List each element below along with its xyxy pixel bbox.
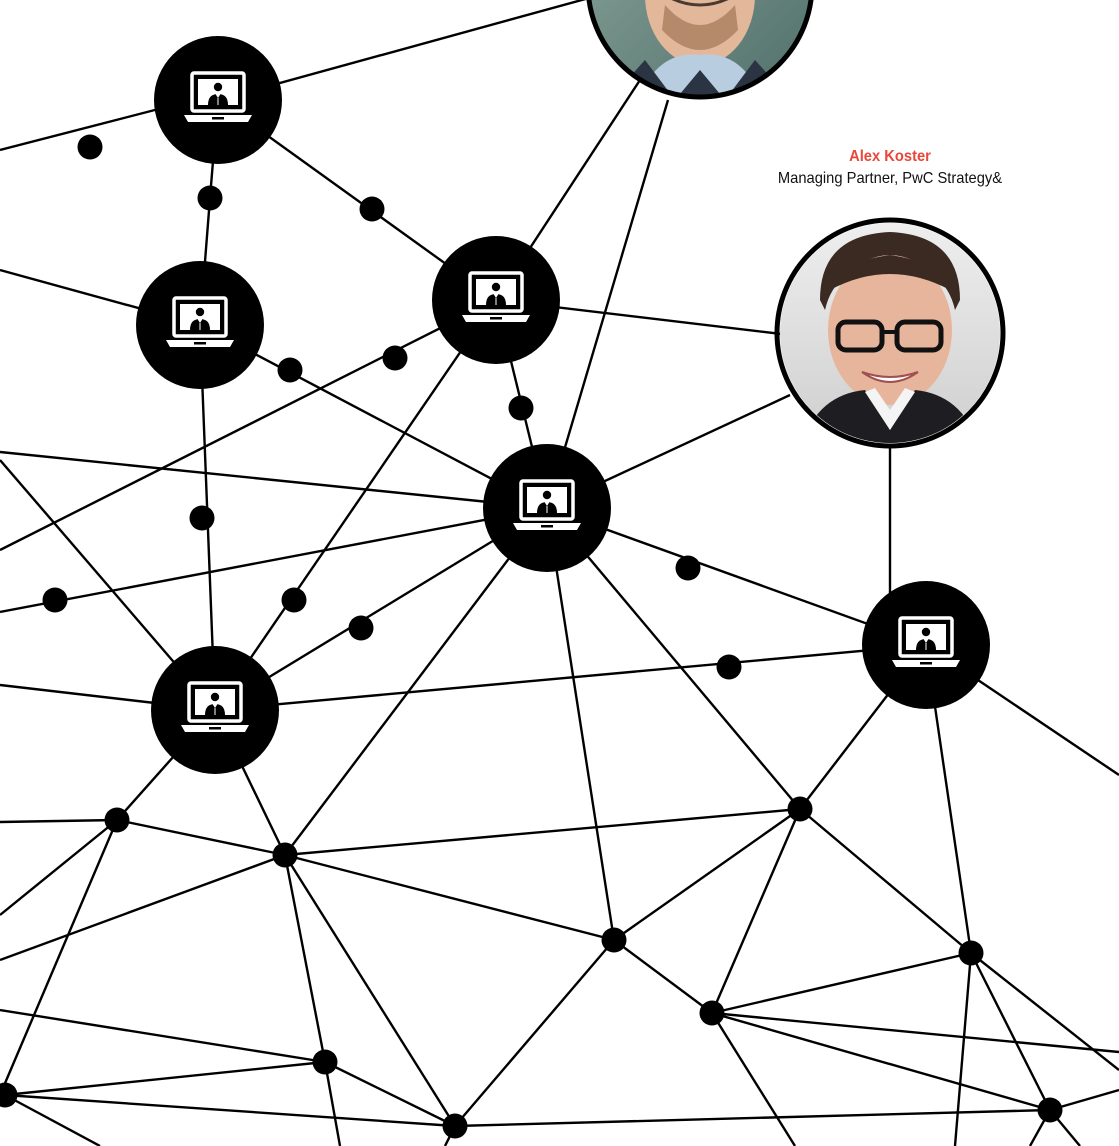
network-dot: [1037, 1097, 1063, 1123]
network-dot: [675, 555, 701, 581]
network-edge: [711, 1011, 1119, 1054]
network-edge: [199, 323, 548, 510]
network-edge: [799, 808, 972, 954]
network-edge: [0, 450, 548, 510]
laptop-user-icon: [134, 259, 266, 391]
network-edge: [217, 0, 587, 102]
portrait-photo-top: [586, 0, 814, 100]
laptop-user-icon: [430, 234, 562, 366]
network-edge: [0, 1008, 326, 1064]
network-edge: [711, 1011, 1051, 1112]
network-dot: [348, 615, 374, 641]
network-dot: [359, 196, 385, 222]
network-edge: [710, 1012, 797, 1146]
network-edge: [711, 951, 972, 1015]
person-caption: Alex Koster Managing Partner, PwC Strate…: [700, 146, 1080, 190]
network-edge: [214, 506, 548, 712]
network-dot: [197, 185, 223, 211]
network-edge: [283, 854, 457, 1127]
network-dot: [104, 807, 130, 833]
network-dot: [601, 927, 627, 953]
network-dot: [382, 345, 408, 371]
network-edge: [284, 853, 615, 942]
network-edge: [545, 99, 670, 509]
network-edge: [0, 506, 548, 614]
portrait-photo-alex-koster: [774, 217, 1006, 449]
network-dot: [0, 1082, 18, 1108]
network-edge: [283, 854, 327, 1063]
network-edge: [4, 1060, 326, 1097]
network-edge: [545, 507, 616, 941]
network-edge: [613, 808, 801, 941]
network-edge: [4, 1093, 456, 1128]
network-dot: [958, 940, 984, 966]
network-edge: [284, 507, 548, 856]
network-edge: [214, 643, 927, 712]
network-edge: [613, 939, 713, 1014]
network-edge: [214, 299, 497, 711]
network-edge: [454, 1108, 1051, 1128]
network-edge: [0, 819, 119, 1096]
network-edge: [953, 952, 973, 1146]
network-dot: [508, 395, 534, 421]
laptop-user-icon: [481, 442, 613, 574]
network-edge: [0, 818, 118, 824]
network-edge: [116, 818, 286, 857]
network-edge: [710, 808, 802, 1014]
person-name: Alex Koster: [849, 148, 931, 165]
network-edge: [970, 952, 1119, 1071]
laptop-user-icon: [152, 34, 284, 166]
network-edge: [969, 952, 1052, 1111]
network-dot: [281, 587, 307, 613]
person-title: Managing Partner, PwC Strategy&: [777, 170, 1003, 187]
network-edge: [0, 853, 286, 962]
network-edge: [4, 1093, 101, 1146]
network-dot: [77, 134, 103, 160]
network-edge: [454, 939, 615, 1127]
network-dots: [0, 134, 1063, 1139]
laptop-user-icon: [860, 579, 992, 711]
network-dot: [42, 587, 68, 613]
network-dot: [272, 842, 298, 868]
network-dot: [277, 357, 303, 383]
network-dot: [189, 505, 215, 531]
network-edge: [0, 298, 497, 552]
network-edge: [0, 819, 118, 916]
network-dot: [442, 1113, 468, 1139]
network-edge: [546, 507, 801, 810]
laptop-user-icon: [149, 644, 281, 776]
network-dot: [716, 654, 742, 680]
network-dot: [787, 796, 813, 822]
network-edge: [546, 506, 927, 647]
network-edge: [324, 1060, 456, 1128]
network-edge: [284, 807, 801, 857]
network-dot: [312, 1049, 338, 1075]
network-edge: [323, 1061, 342, 1146]
network-dot: [699, 1000, 725, 1026]
